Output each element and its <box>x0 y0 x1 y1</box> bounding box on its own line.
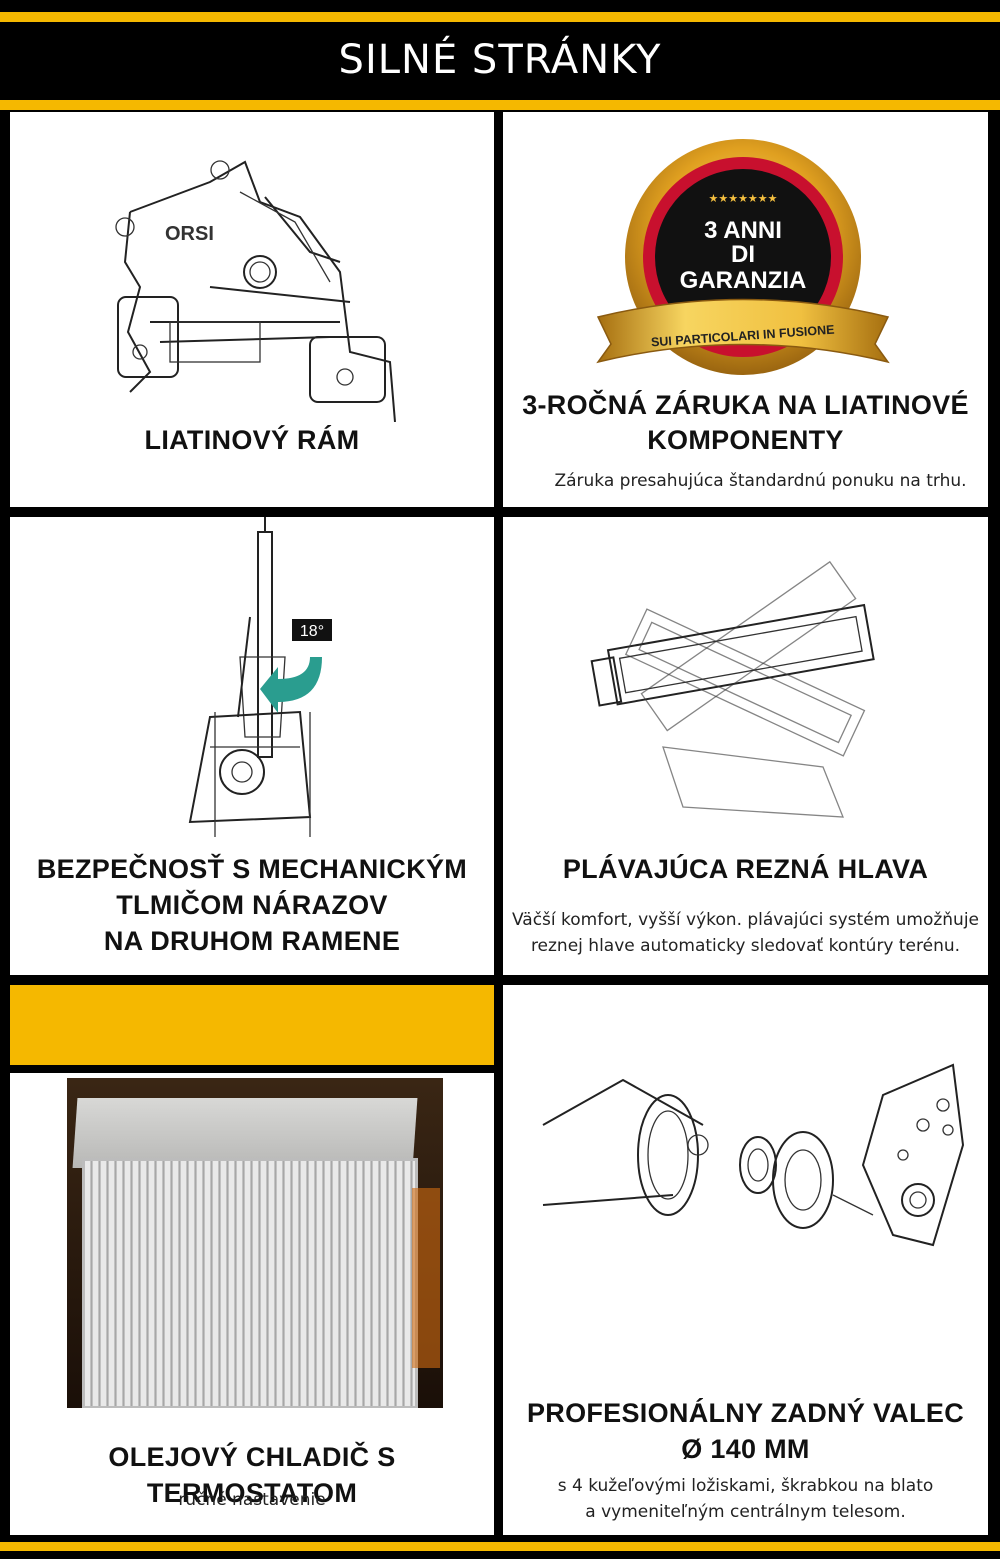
rotation-arrow-icon <box>260 657 322 713</box>
angle-label: 18° <box>300 623 324 640</box>
bottom-accent-bar <box>0 1542 1000 1551</box>
safety-card: 18° BEZPEČNOSŤ S MECHANICKÝM TLMIČOM NÁR… <box>10 517 494 975</box>
warranty-card: ★★★★★★★ 3 ANNI DI GARANZIA SUI PARTICOLA… <box>503 112 988 507</box>
roller-card: PROFESIONÁLNY ZADNÝ VALEC Ø 140 MM s 4 k… <box>503 985 988 1535</box>
safety-title-line1: BEZPEČNOSŤ S MECHANICKÝM <box>36 854 468 884</box>
floating-head-desc-line2: reznej hlave automaticky sledovať kontúr… <box>530 936 961 956</box>
warranty-title-line1: 3-ROČNÁ ZÁRUKA NA LIATINOVÉ <box>522 390 969 420</box>
badge-stars: ★★★★★★★ <box>708 192 777 205</box>
oil-cooler-photo <box>67 1078 443 1408</box>
oil-cooler-desc: ručné nastavenie <box>178 1490 326 1510</box>
warranty-badge-icon: ★★★★★★★ 3 ANNI DI GARANZIA SUI PARTICOLA… <box>596 139 890 375</box>
warranty-description: Záruka presahujúca štandardnú ponuku na … <box>554 471 967 491</box>
frame-card: ORSI LIATINOVÝ RÁM <box>10 112 494 507</box>
frame-title: LIATINOVÝ RÁM <box>144 425 360 455</box>
page-title: SILNÉ STRÁNKY <box>338 37 662 83</box>
floating-head-card: PLÁVAJÚCA REZNÁ HLAVA Väčší komfort, vyš… <box>503 517 988 975</box>
rear-roller-illustration <box>542 1063 965 1247</box>
top-accent-bar <box>0 12 1000 22</box>
warranty-title-line2: KOMPONENTY <box>647 425 844 455</box>
safety-title-line3: NA DRUHOM RAMENE <box>103 926 401 956</box>
oil-cooler-card: OLEJOVÝ CHLADIČ S TERMOSTATOM ručné nast… <box>10 1073 494 1535</box>
oil-cooler-title: OLEJOVÝ CHLADIČ S TERMOSTATOM <box>108 1442 396 1508</box>
badge-line2: DI <box>731 241 755 268</box>
roller-title-line1: PROFESIONÁLNY ZADNÝ VALEC <box>526 1398 965 1428</box>
floating-head-illustration <box>590 560 875 818</box>
roller-desc-line1: s 4 kužeľovými ložiskami, škrabkou na bl… <box>557 1476 934 1496</box>
floating-head-title: PLÁVAJÚCA REZNÁ HLAVA <box>562 854 929 884</box>
header-underline-bar <box>0 100 1000 110</box>
floating-head-desc-line1: Väčší komfort, vyšší výkon. plávajúci sy… <box>511 910 980 930</box>
orsi-cast-logo: ORSI <box>165 223 214 245</box>
badge-line3: GARANZIA <box>680 267 807 294</box>
cast-iron-frame-illustration: ORSI <box>115 160 396 422</box>
safety-title-line2: TLMIČOM NÁRAZOV <box>116 890 388 920</box>
breakaway-arm-illustration: 18° <box>188 517 332 837</box>
badge-line1: 3 ANNI <box>704 217 782 244</box>
yellow-accent-block <box>10 985 494 1065</box>
roller-title-line2: Ø 140 MM <box>681 1434 810 1464</box>
roller-desc-line2: a vymeniteľným centrálnym telesom. <box>585 1502 906 1522</box>
